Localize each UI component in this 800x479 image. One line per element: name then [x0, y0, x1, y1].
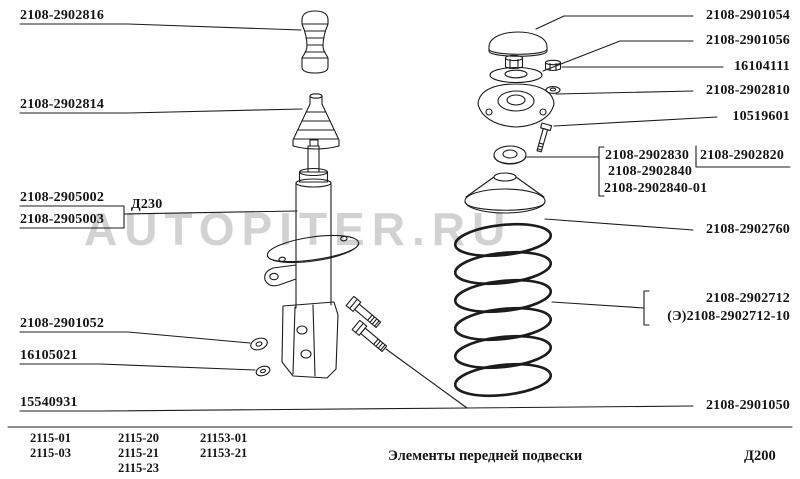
part-label-bearing-alt1: 2108-2902840: [608, 164, 693, 179]
part-label-bump-stop: 2108-2902816: [20, 8, 105, 23]
model-code: 2115-23: [118, 461, 159, 475]
upper-support-drawing: [477, 83, 561, 128]
model-code: 2115-20: [118, 431, 159, 445]
watermark: AUTOPITER.RU: [84, 203, 513, 255]
model-code: 2115-03: [30, 446, 71, 460]
part-label-lock-washer: 16105021: [20, 348, 78, 363]
model-code: 2115-21: [118, 446, 159, 460]
part-label-bearing-alt2: 2108-2902840-01: [604, 181, 708, 196]
part-label-spring-lower: 2108-2901050: [705, 398, 790, 413]
part-label-limiter: 2108-2901056: [705, 33, 790, 48]
bump-stop-drawing: [301, 10, 329, 74]
model-code: 21153-01: [200, 431, 248, 445]
bolt-drawing-1: [345, 295, 382, 329]
model-code: 2115-01: [30, 431, 71, 445]
rod-nut-drawing: [504, 54, 524, 70]
leader-lines: [19, 15, 791, 412]
coil-spring-drawing: [453, 222, 553, 398]
part-label-spring-alt: (Э)2108-2902712-10: [667, 309, 790, 324]
part-label-upper-support: 2108-2902810: [705, 83, 790, 98]
bearing-drawing: [493, 145, 527, 165]
washer-drawing: [250, 337, 268, 351]
part-label-rod-nut: 16104111: [733, 59, 790, 74]
limiter-washer-drawing: [489, 66, 543, 84]
sheet-code-d200: Д200: [744, 448, 776, 464]
model-code: 21153-21: [200, 446, 248, 460]
lock-washer-drawing: [255, 365, 271, 377]
strut-drawing: [264, 139, 360, 379]
part-label-dust-boot: 2108-2902814: [20, 97, 105, 112]
sheet-ref-d230: Д230: [131, 197, 163, 212]
part-label-support-bolt: 10519601: [732, 109, 790, 124]
part-label-cap: 2108-2901054: [705, 8, 790, 23]
spring-seat-drawing: [464, 172, 546, 214]
part-label-spring: 2108-2902712: [705, 291, 790, 306]
part-label-bearing: 2108-2902830: [605, 148, 690, 163]
bolt-drawing-2: [351, 319, 388, 353]
nut-drawing: [544, 59, 562, 72]
support-bolt-drawing: [536, 122, 553, 153]
diagram-title: Элементы передней подвески: [388, 448, 583, 464]
part-label-bearing-assy: 2108-2902820: [700, 148, 785, 163]
part-label-strut-right: 2108-2905003: [20, 212, 105, 227]
part-label-bolt: 15540931: [20, 395, 78, 410]
dust-boot-drawing: [292, 93, 340, 150]
part-label-washer: 2108-2901052: [20, 316, 105, 331]
part-label-spring-seat: 2108-2902760: [705, 222, 790, 237]
part-label-strut-left: 2108-2905002: [20, 190, 105, 205]
protective-cap-drawing: [488, 31, 548, 57]
